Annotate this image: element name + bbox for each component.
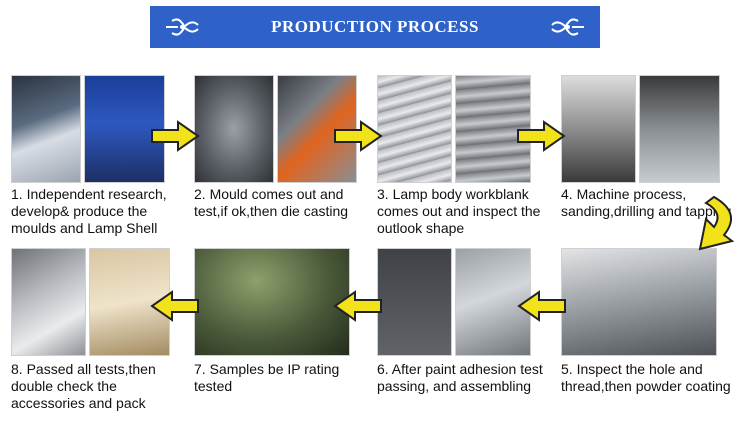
arrow-left-icon: [333, 290, 382, 322]
arrow-right-icon: [151, 120, 200, 152]
step-5-photo: [561, 248, 717, 356]
step-6-photo-b: [455, 248, 531, 356]
step-3-caption: 3. Lamp body workblank comes out and ins…: [377, 186, 541, 236]
step-4-photo-b: [639, 75, 720, 183]
arrow-right-icon: [334, 120, 383, 152]
arrow-right-icon: [517, 120, 566, 152]
ornament-right-icon: [551, 18, 584, 36]
step-8-photos: [11, 248, 170, 356]
ornament-left-icon: [166, 18, 199, 36]
step-4-caption: 4. Machine process, sanding,drilling and…: [561, 186, 732, 219]
step-7-photo: [194, 248, 350, 356]
step-8-photo-a: [11, 248, 86, 356]
step-6-caption: 6. After paint adhesion test passing, an…: [377, 361, 543, 394]
step-2-caption: 2. Mould comes out and test,if ok,then d…: [194, 186, 349, 219]
arrow-left-icon: [150, 290, 199, 322]
step-3-photo-a: [377, 75, 452, 183]
step-2-photo-a: [194, 75, 274, 183]
step-7-photos: [194, 248, 350, 356]
step-5-caption: 5. Inspect the hole and thread,then powd…: [561, 361, 731, 394]
step-6-photos: [377, 248, 531, 356]
step-4-photos: [561, 75, 720, 183]
step-1-photo-a: [11, 75, 81, 183]
step-3-photos: [377, 75, 531, 183]
step-6-photo-a: [377, 248, 452, 356]
step-5-photos: [561, 248, 717, 356]
title-banner: PRODUCTION PROCESS: [150, 6, 600, 48]
step-4-photo-a: [561, 75, 636, 183]
page-title: PRODUCTION PROCESS: [271, 17, 479, 36]
step-1-caption: 1. Independent research, develop& produc…: [11, 186, 167, 236]
arrow-left-icon: [517, 290, 566, 322]
step-7-caption: 7. Samples be IP rating tested: [194, 361, 340, 394]
step-8-caption: 8. Passed all tests,then double check th…: [11, 361, 156, 411]
curved-arrow-down-icon: [698, 195, 735, 251]
step-1-photos: [11, 75, 165, 183]
